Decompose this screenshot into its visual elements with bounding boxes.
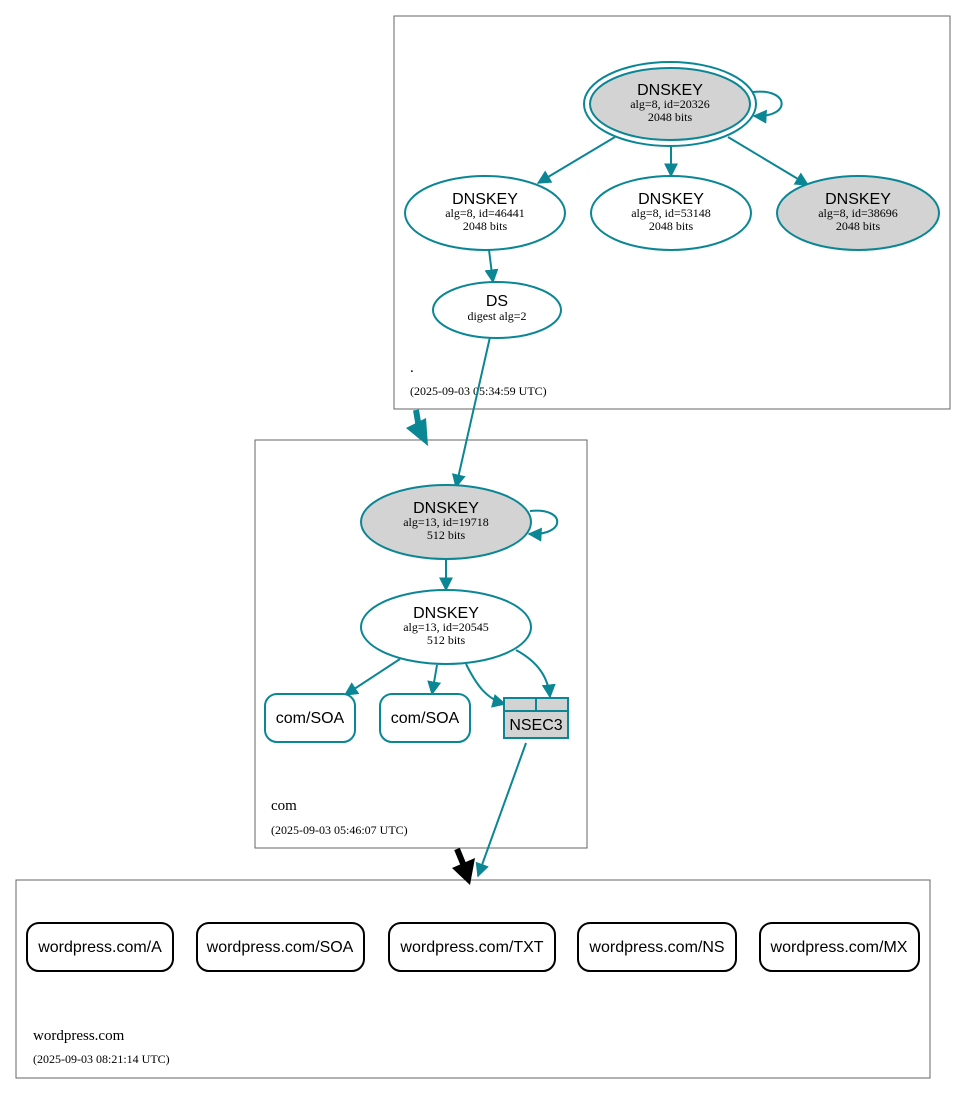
edge-ds-to-com-ksk — [451, 336, 491, 489]
edge-zsk-to-nsec3-a — [465, 663, 507, 708]
wordpress-txt-label: wordpress.com/TXT — [399, 939, 543, 956]
wordpress-record-a[interactable]: wordpress.com/A — [26, 922, 174, 972]
edge-zsk-to-soa-1 — [343, 658, 401, 696]
root-38696-line1: alg=8, id=38696 — [818, 206, 898, 220]
com-zsk-line1: alg=13, id=20545 — [403, 620, 489, 634]
root-38696-line2: 2048 bits — [836, 219, 881, 233]
com-soa-2[interactable]: com/SOA — [379, 693, 471, 743]
com-zsk-title: DNSKEY — [413, 605, 479, 622]
zone-com-name: com — [271, 798, 297, 814]
wordpress-record-txt[interactable]: wordpress.com/TXT — [388, 922, 556, 972]
com-ksk-line1: alg=13, id=19718 — [403, 515, 489, 529]
edge-root-ksk-to-38696 — [727, 136, 810, 186]
com-nsec3[interactable]: NSEC3 — [503, 697, 569, 739]
edge-46441-to-ds — [484, 249, 499, 284]
root-ksk-line2: 2048 bits — [648, 110, 693, 124]
edge-nsec3-to-wordpress — [475, 742, 527, 878]
com-ksk-title: DNSKEY — [413, 500, 479, 517]
root-zsk-53148[interactable]: DNSKEY alg=8, id=53148 2048 bits — [590, 175, 752, 251]
com-soa-1-label: com/SOA — [276, 710, 345, 727]
delegation-com-to-wordpress-shaft — [454, 847, 467, 868]
edge-com-ksk-self — [527, 509, 559, 542]
wordpress-mx-label: wordpress.com/MX — [770, 939, 908, 956]
root-zsk-46441[interactable]: DNSKEY alg=8, id=46441 2048 bits — [404, 175, 566, 251]
com-nsec3-label: NSEC3 — [509, 717, 562, 734]
edge-root-ksk-to-46441 — [536, 136, 616, 184]
com-soa-2-label: com/SOA — [391, 710, 460, 727]
wordpress-record-mx[interactable]: wordpress.com/MX — [759, 922, 920, 972]
wordpress-ns-label: wordpress.com/NS — [588, 939, 724, 956]
edges — [343, 90, 810, 885]
zone-wordpress: wordpress.com (2025-09-03 08:21:14 UTC) — [15, 879, 931, 1079]
com-soa-1[interactable]: com/SOA — [264, 693, 356, 743]
zone-root-name: . — [410, 360, 414, 376]
root-53148-line1: alg=8, id=53148 — [631, 206, 711, 220]
root-46441-line2: 2048 bits — [463, 219, 508, 233]
zone-wordpress-box — [15, 879, 931, 1079]
wordpress-record-soa[interactable]: wordpress.com/SOA — [196, 922, 365, 972]
zone-wordpress-timestamp: (2025-09-03 08:21:14 UTC) — [33, 1052, 170, 1066]
root-ksk-20326[interactable]: DNSKEY alg=8, id=20326 2048 bits — [583, 61, 757, 147]
root-38696-title: DNSKEY — [825, 191, 891, 208]
com-ksk-line2: 512 bits — [427, 528, 466, 542]
wordpress-soa-label: wordpress.com/SOA — [206, 939, 354, 956]
wordpress-a-label: wordpress.com/A — [37, 939, 162, 956]
root-46441-title: DNSKEY — [452, 191, 518, 208]
root-ksk-38696[interactable]: DNSKEY alg=8, id=38696 2048 bits — [776, 175, 940, 251]
root-ksk-line1: alg=8, id=20326 — [630, 97, 710, 111]
root-ds[interactable]: DS digest alg=2 — [432, 281, 562, 339]
edge-root-ksk-self — [752, 90, 783, 124]
zone-wordpress-name: wordpress.com — [33, 1028, 125, 1044]
root-53148-line2: 2048 bits — [649, 219, 694, 233]
delegation-com-to-wordpress-head — [452, 858, 475, 885]
com-zsk-line2: 512 bits — [427, 633, 466, 647]
root-46441-line1: alg=8, id=46441 — [445, 206, 525, 220]
root-ds-title: DS — [486, 293, 508, 310]
root-ksk-title: DNSKEY — [637, 82, 703, 99]
delegation-root-to-com-head — [406, 418, 428, 446]
com-ksk-19718[interactable]: DNSKEY alg=13, id=19718 512 bits — [360, 484, 532, 560]
root-ds-line1: digest alg=2 — [467, 309, 526, 323]
wordpress-record-ns[interactable]: wordpress.com/NS — [577, 922, 737, 972]
com-zsk-20545[interactable]: DNSKEY alg=13, id=20545 512 bits — [360, 589, 532, 665]
edge-zsk-to-soa-2 — [427, 664, 442, 696]
edge-zsk-to-nsec3-b — [515, 649, 556, 699]
root-53148-title: DNSKEY — [638, 191, 704, 208]
zone-com-timestamp: (2025-09-03 05:46:07 UTC) — [271, 823, 408, 837]
